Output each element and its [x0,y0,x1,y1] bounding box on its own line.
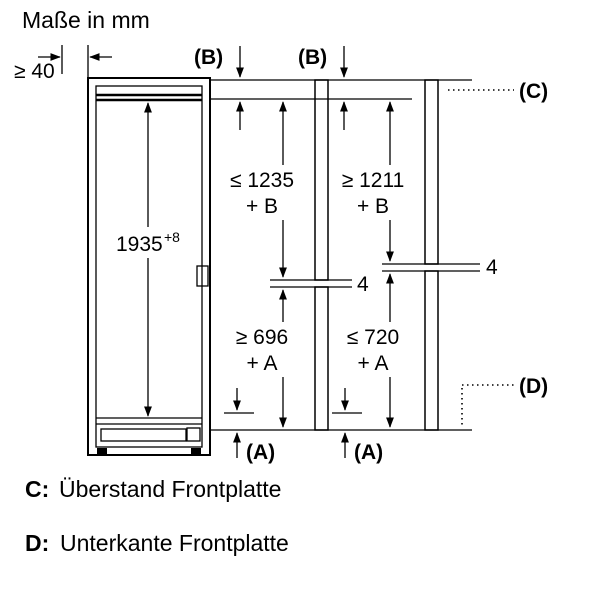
lower-left-value: ≥ 696 [236,326,288,349]
page-title: Maße in mm [22,7,150,33]
dim-lower-right: ≤ 720 + A [347,273,399,428]
ref-label-d: (D) [519,375,548,398]
front-panels [314,79,439,431]
appliance-inner-wall [95,85,203,448]
legend: C: Überstand Frontplatte D: Unterkante F… [25,476,289,556]
legend-c-key: C: [25,476,49,502]
appliance-body [87,77,211,456]
ref-d: (D) [461,375,548,428]
legend-d-text: Unterkante Frontplatte [60,530,289,556]
lower-right-addend: + A [358,352,389,375]
appliance-outline [87,77,211,456]
foot-left [97,448,107,454]
dim-lower-left: ≥ 696 + A [236,289,288,428]
upper-left-value: ≤ 1235 [230,169,294,192]
dim-upper-left: ≤ 1235 + B [230,101,294,278]
niche-top-lines [210,79,472,100]
ref-label-b1: (B) [194,46,223,69]
ref-label-a1: (A) [246,441,275,464]
height-label: 1935 [116,233,163,256]
height-dimension: 1935 +8 [116,102,180,417]
legend-c-text: Überstand Frontplatte [59,476,281,502]
ref-b-right: (B) [298,46,348,130]
wall-gap-label: ≥ 40 [14,60,55,83]
lower-left-addend: + A [247,352,278,375]
dim-upper-right: ≥ 1211 + B [342,101,405,262]
seam-left: 4 [270,273,369,296]
door-hinge-notch [196,265,209,287]
upper-right-value: ≥ 1211 [342,169,405,192]
legend-d-key: D: [25,530,49,556]
ref-a-right: (A) [341,388,383,464]
ref-label-c: (C) [519,80,548,103]
panel-right-lower [424,270,439,431]
panel-right-upper [424,79,439,265]
foot-right [191,448,201,454]
ref-a-left: (A) [233,388,275,464]
upper-left-addend: + B [246,195,278,218]
ref-label-b2: (B) [298,46,327,69]
seam-right: 4 [382,256,498,279]
ref-c: (C) [448,80,548,103]
ref-b-left: (B) [194,46,244,130]
wall-gap-dimension: ≥ 40 [14,45,112,83]
panel-left-lower [314,286,329,431]
lower-right-value: ≤ 720 [347,326,399,349]
ref-label-a2: (A) [354,441,383,464]
seam-left-gap-label: 4 [357,273,369,296]
height-tolerance-label: +8 [164,229,180,245]
panel-left-upper [314,79,329,281]
seam-right-gap-label: 4 [486,256,498,279]
niche-bottom-lines [210,412,472,431]
plinth-vent-box [100,428,187,442]
compressor-box [186,427,201,442]
upper-right-addend: + B [357,195,389,218]
